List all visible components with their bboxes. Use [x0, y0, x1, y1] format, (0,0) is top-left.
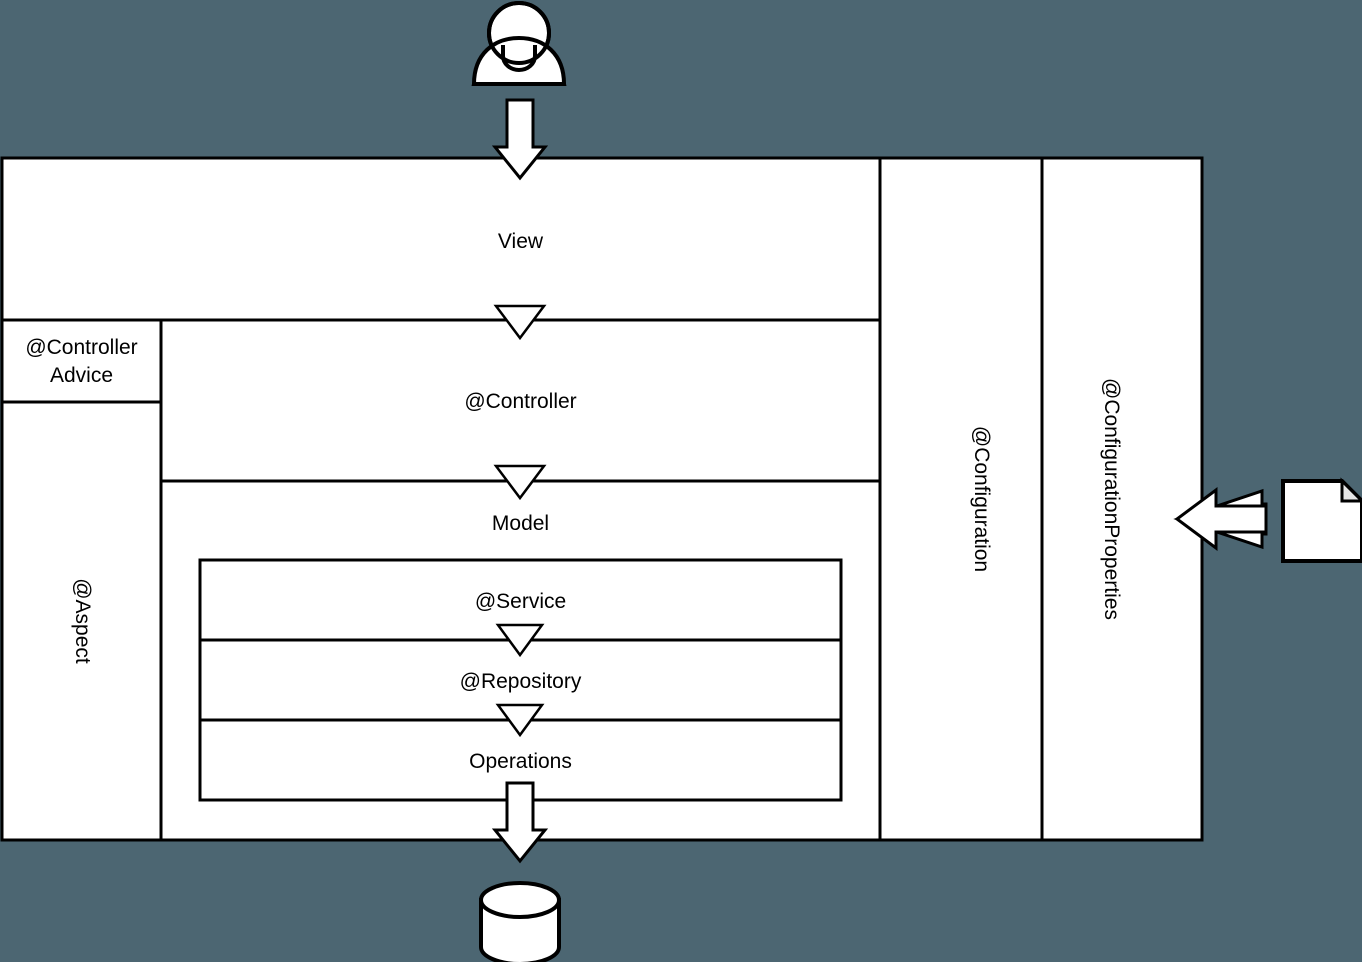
aspect-label: @Aspect [71, 578, 94, 664]
user-actor-icon [471, 1, 567, 86]
controller-advice-box [2, 320, 163, 840]
service-label: @Service [474, 590, 567, 613]
configuration-label: @Configuration [970, 425, 993, 573]
arrow-controller-to-model [493, 464, 547, 501]
model-label: Model [491, 512, 550, 535]
arrow-repository-to-operations [495, 703, 545, 738]
controller-label: @Controller [464, 390, 577, 413]
controller-advice-label-line2: Advice [49, 364, 114, 387]
arrow-user-to-view [491, 98, 549, 181]
arrow-view-to-controller [493, 304, 547, 341]
arrow-operations-to-database [491, 781, 549, 864]
arrow-note-to-configuration-properties [1173, 487, 1268, 551]
repository-label: @Repository [459, 670, 582, 693]
database-cylinder-icon [479, 881, 561, 962]
arrow-service-to-repository [495, 623, 545, 658]
inner-stack-box [198, 558, 843, 802]
document-note-icon [1281, 477, 1362, 563]
configuration-properties-label: @ConfigurationProperties [1100, 378, 1123, 620]
operations-label: Operations [469, 750, 572, 773]
controller-advice-label-line1: @Controller [25, 336, 138, 359]
view-label: View [497, 230, 544, 253]
